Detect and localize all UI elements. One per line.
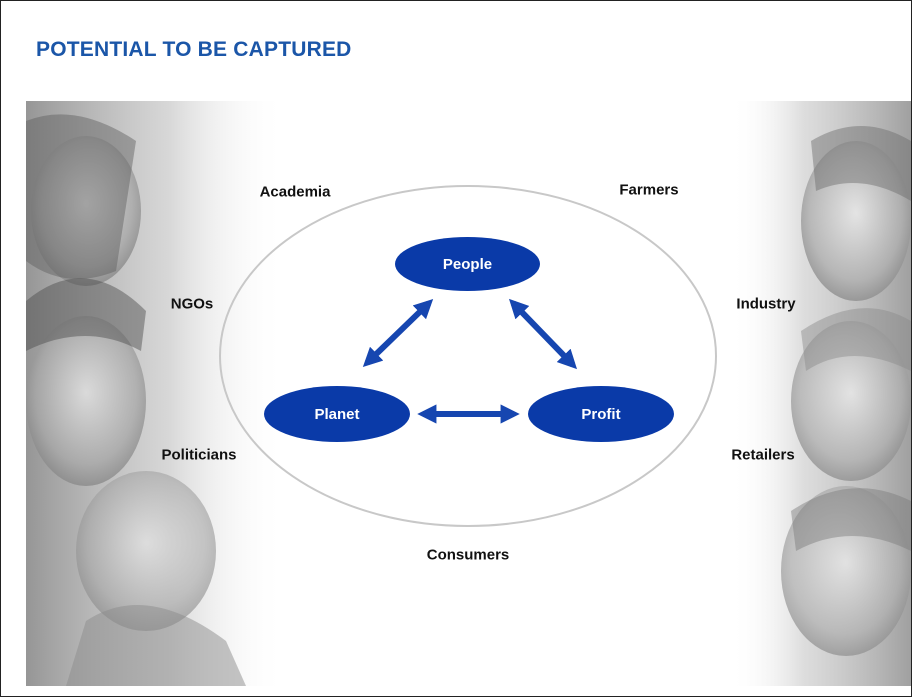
node-profit: Profit — [528, 386, 674, 442]
slide-title: POTENTIAL TO BE CAPTURED — [36, 38, 352, 61]
label-farmers: Farmers — [619, 181, 679, 199]
node-planet: Planet — [264, 386, 410, 442]
people-photo-left — [26, 101, 286, 686]
people-photo-right — [731, 101, 911, 686]
label-industry: Industry — [736, 295, 796, 313]
label-academia: Academia — [259, 183, 331, 201]
arrow-people-planet — [362, 298, 434, 368]
label-retailers: Retailers — [731, 446, 795, 464]
label-politicians: Politicians — [161, 446, 237, 464]
label-consumers: Consumers — [426, 546, 510, 564]
arrow-people-profit — [508, 298, 578, 370]
stakeholder-ring — [219, 185, 717, 527]
node-people: People — [395, 237, 540, 291]
label-ngos: NGOs — [170, 295, 214, 313]
